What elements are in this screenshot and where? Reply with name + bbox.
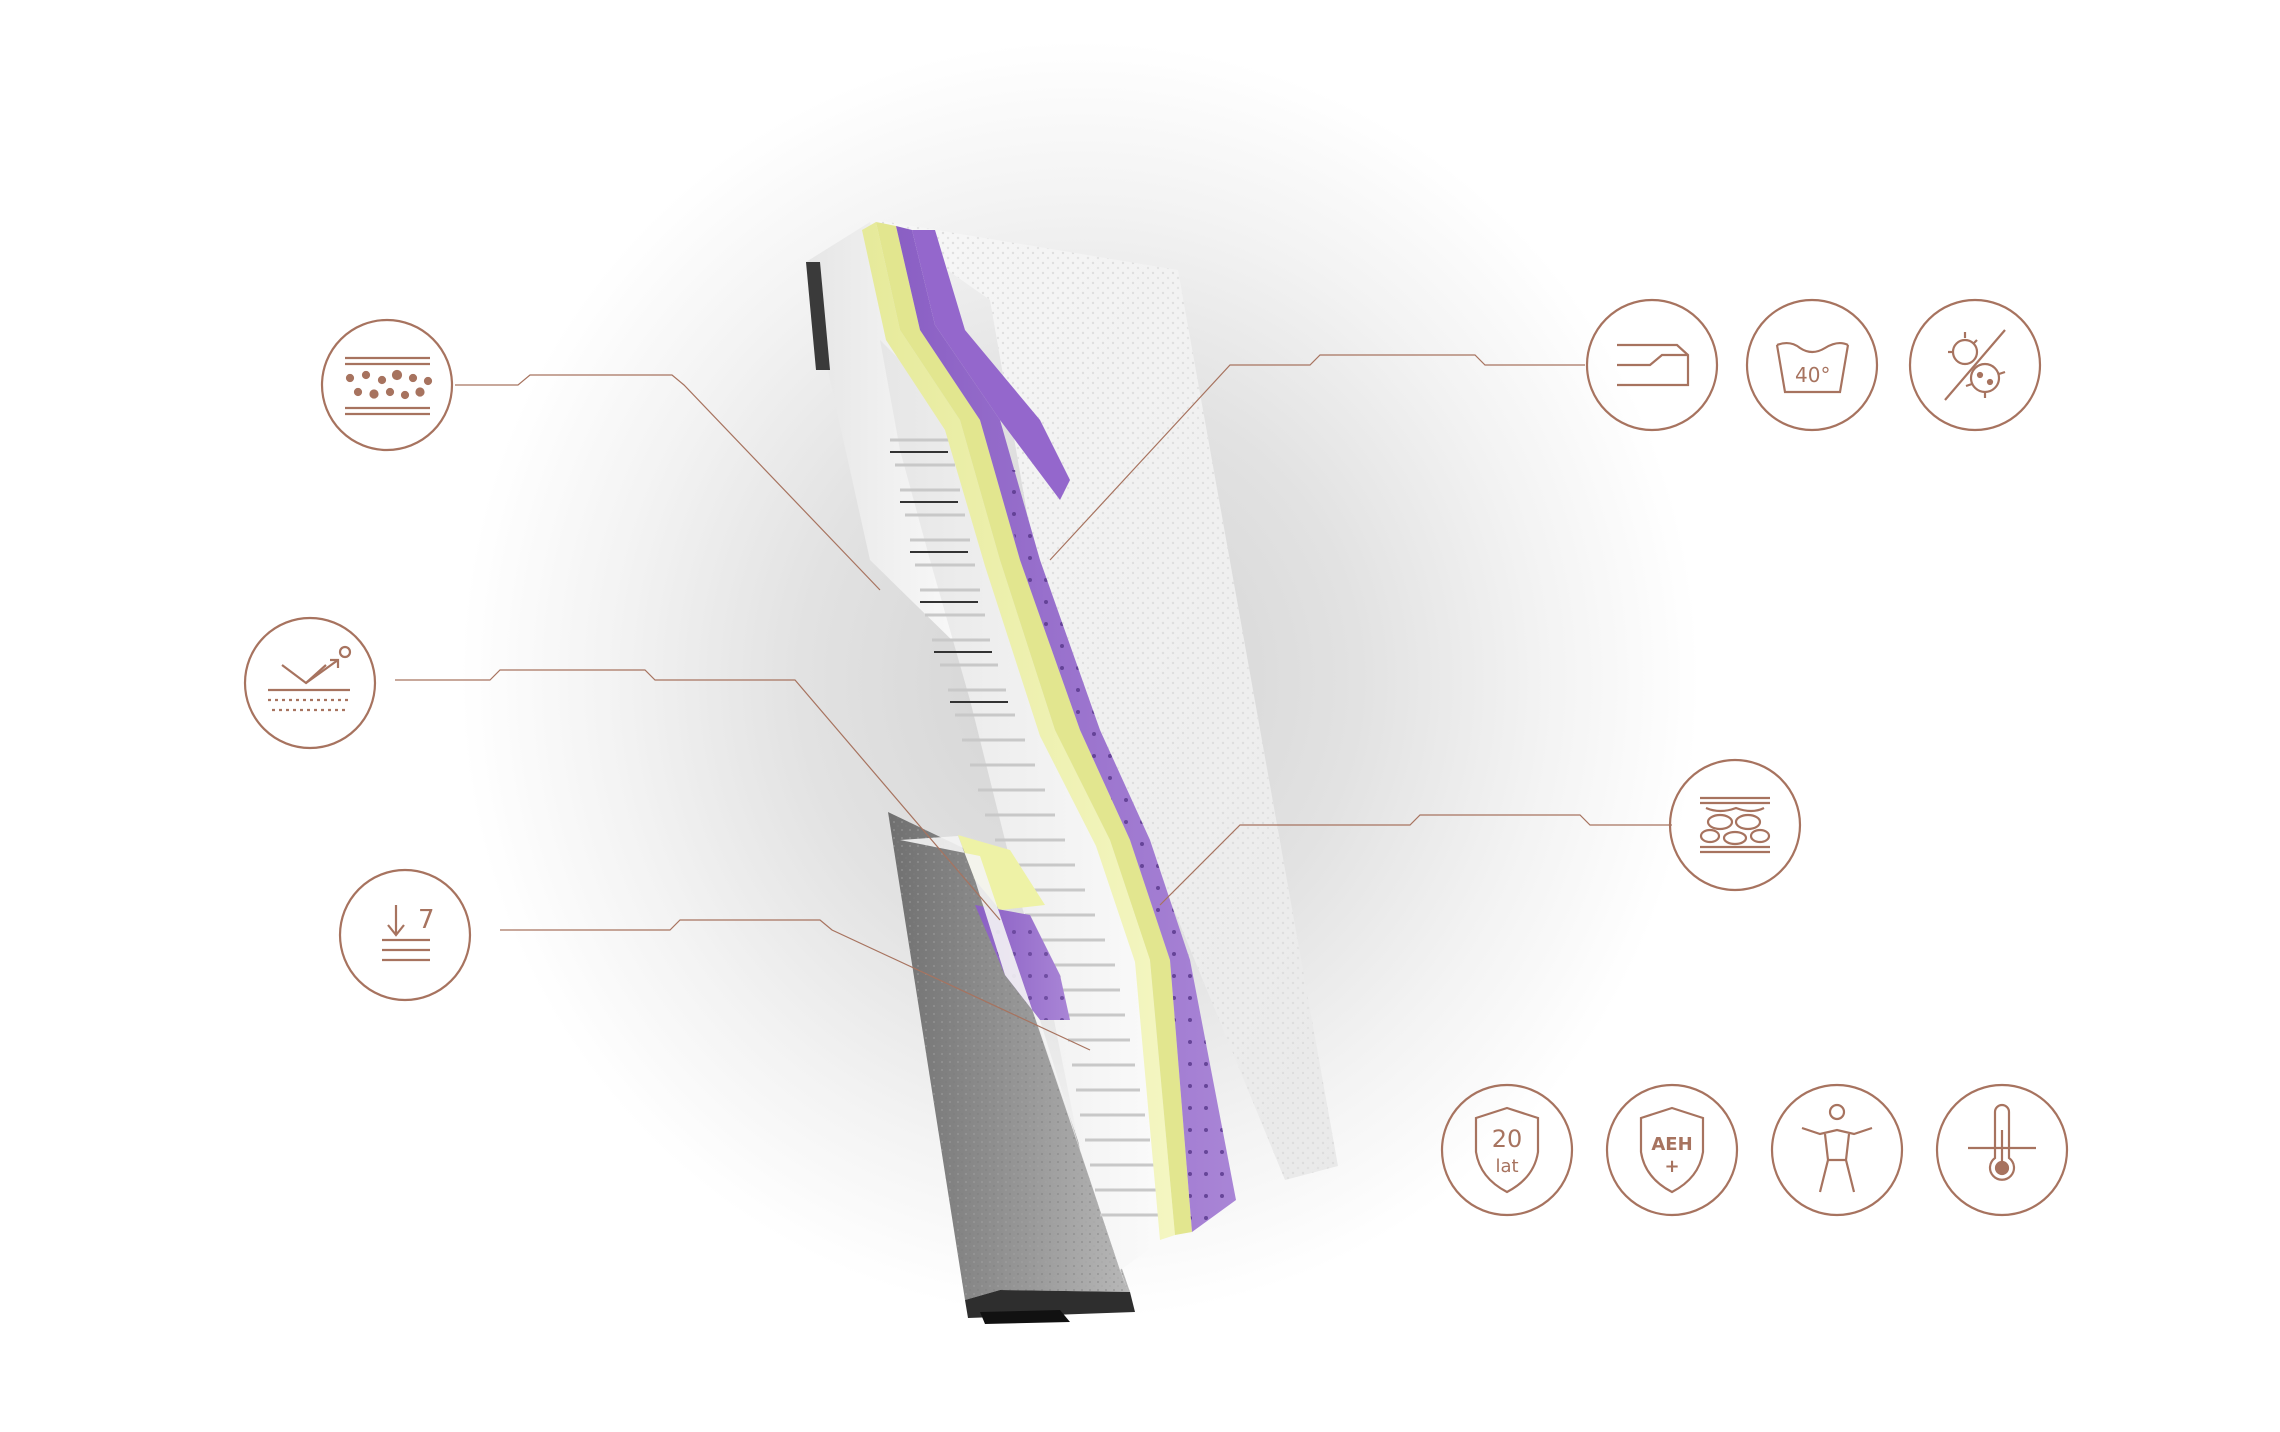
wash-40-icon: 40° [1745,298,1879,432]
lower-lime-insert [958,835,1045,910]
aeh-plus: + [1664,1156,1679,1177]
foam-ribs [890,438,1165,1217]
bottom-edge [965,1290,1135,1318]
mattress-cutaway [806,220,1338,1324]
pocket-spring-icon [1668,758,1802,892]
foam-rib-gaps [890,451,1008,703]
ergonomic-body-icon [1770,1083,1904,1217]
seven-zone-icon: 7 [338,868,472,1002]
convoluted-foam-core [880,340,1170,1270]
wash-temperature: 40° [1795,363,1830,387]
zones-number: 7 [418,905,435,935]
anti-bacterial-icon [1908,298,2042,432]
leader-lines [395,354,1672,1051]
warranty-unit: lat [1495,1156,1518,1177]
air-circulation-icon [243,616,377,750]
aeh-label: AEH [1651,1134,1692,1155]
foam-structure-icon [320,318,454,452]
warranty-20-years-icon: 20 lat [1440,1083,1574,1217]
lime-comfort-layer [862,222,1175,1240]
warranty-years: 20 [1492,1125,1523,1153]
removable-cover-icon [1585,298,1719,432]
thermo-regulation-icon [1935,1083,2069,1217]
aeh-certificate-icon: AEH + [1605,1083,1739,1217]
